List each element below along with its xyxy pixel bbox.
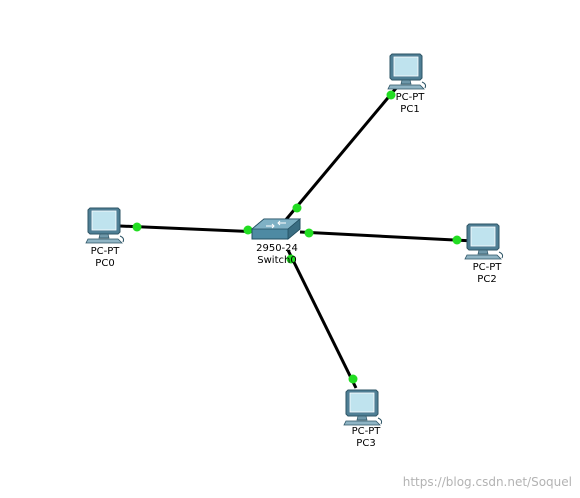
pc3-node[interactable] bbox=[343, 389, 383, 426]
device-model: PC-PT bbox=[351, 426, 381, 437]
device-model: PC-PT bbox=[90, 246, 120, 257]
port-up-indicator bbox=[292, 203, 302, 213]
pc-icon bbox=[343, 389, 383, 426]
pc1-node[interactable] bbox=[387, 53, 427, 90]
pc0-label: PC-PT PC0 bbox=[91, 246, 120, 270]
device-name: Switch0 bbox=[257, 255, 297, 266]
pc2-node[interactable] bbox=[464, 223, 504, 260]
links bbox=[119, 86, 475, 389]
pc3-label: PC-PT PC3 bbox=[352, 426, 381, 450]
pc1-label: PC-PT PC1 bbox=[396, 92, 425, 116]
pc-icon bbox=[387, 53, 427, 90]
port-up-indicator bbox=[132, 222, 142, 232]
device-name: PC3 bbox=[356, 438, 376, 449]
link-pc2-switch0[interactable] bbox=[299, 230, 475, 243]
port-up-indicator bbox=[243, 225, 253, 235]
device-model: 2950-24 bbox=[256, 243, 298, 254]
device-model: PC-PT bbox=[395, 92, 425, 103]
device-name: PC1 bbox=[400, 104, 420, 115]
port-up-indicator bbox=[304, 228, 314, 238]
link-pc0-switch0[interactable] bbox=[119, 224, 263, 234]
pc0-node[interactable] bbox=[85, 207, 125, 244]
port-up-indicator bbox=[286, 254, 296, 264]
device-model: PC-PT bbox=[472, 262, 502, 273]
switch0-label: 2950-24 Switch0 bbox=[256, 243, 298, 267]
pc-icon bbox=[464, 223, 504, 260]
device-name: PC2 bbox=[477, 274, 497, 285]
switch0-node[interactable] bbox=[251, 218, 301, 240]
pc-icon bbox=[85, 207, 125, 244]
port-up-indicator bbox=[452, 235, 462, 245]
link-pc3-switch0[interactable] bbox=[286, 249, 358, 389]
switch-icon bbox=[251, 218, 301, 240]
device-name: PC0 bbox=[95, 258, 115, 269]
link-pc1-switch0[interactable] bbox=[282, 86, 399, 223]
watermark: https://blog.csdn.net/Soquel bbox=[402, 475, 572, 489]
pc2-label: PC-PT PC2 bbox=[473, 262, 502, 286]
port-up-indicator bbox=[386, 90, 396, 100]
port-up-indicator bbox=[348, 374, 358, 384]
port-indicators bbox=[132, 90, 462, 384]
